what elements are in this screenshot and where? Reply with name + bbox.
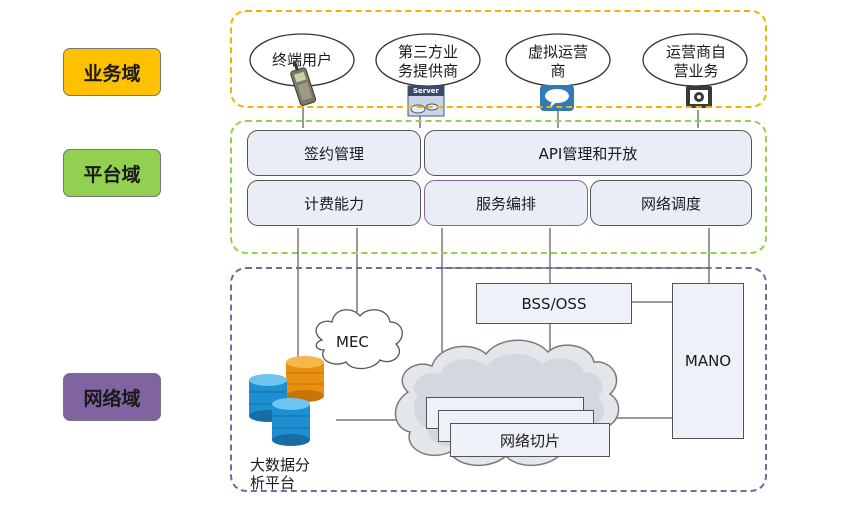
- server-badge: Server: [412, 87, 439, 95]
- contract-management-box: 签约管理: [247, 130, 421, 176]
- network-domain-frame: [230, 267, 767, 492]
- platform-domain-label: 平台域: [63, 149, 161, 197]
- billing-capability-box: 计费能力: [247, 180, 421, 226]
- service-orchestration-box: 服务编排: [424, 180, 588, 226]
- business-domain-frame: [230, 10, 767, 108]
- business-item-virtual-operator: 虚拟运营商: [527, 43, 588, 80]
- network-domain-label: 网络域: [63, 373, 161, 421]
- business-item-operator-own: 运营商自营业务: [665, 43, 726, 80]
- mec-label: MEC: [336, 333, 369, 351]
- mobile-phone-icon: [290, 61, 317, 106]
- api-management-box: API管理和开放: [424, 130, 752, 176]
- business-item-third-party: 第三方业务提供商: [397, 43, 458, 80]
- platform-domain-frame: [230, 120, 767, 254]
- mano-box: MANO: [672, 283, 744, 439]
- chat-bubble-icon: [540, 85, 574, 111]
- network-slice-box: 网络切片: [450, 423, 610, 457]
- business-item-end-user: 终端用户: [271, 51, 332, 69]
- network-scheduling-box: 网络调度: [590, 180, 752, 226]
- business-domain-label: 业务域: [63, 48, 161, 96]
- big-data-platform-label: 大数据分析平台: [250, 456, 311, 492]
- database-stack-icon: [249, 356, 324, 446]
- projector-icon: [686, 86, 712, 108]
- bss-oss-box: BSS/OSS: [476, 283, 632, 324]
- mec-cloud: [315, 309, 403, 370]
